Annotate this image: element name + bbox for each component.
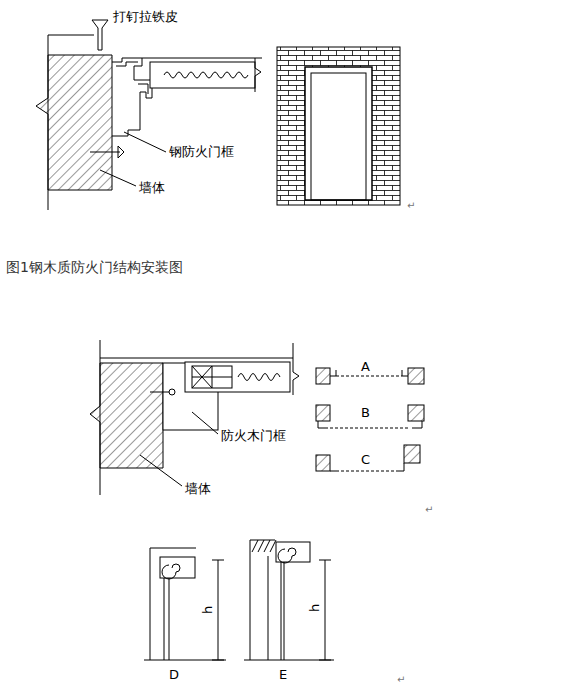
- steel-frame-section: [36, 20, 262, 210]
- paragraph-mark: ↵: [406, 200, 416, 212]
- paragraph-mark: ↵: [396, 674, 406, 686]
- paragraph-mark: ↵: [424, 504, 434, 516]
- part-name: 钢防火门框: [168, 144, 235, 160]
- dimension-label: h: [307, 603, 323, 613]
- figure-letter: E: [278, 667, 288, 683]
- part-name: 墙体: [138, 180, 166, 196]
- part-name: 墙体: [184, 481, 212, 497]
- frame-variants: [316, 368, 424, 471]
- wood-frame-section: [90, 340, 299, 495]
- dimension-label: h: [200, 605, 216, 615]
- brick-wall-elevation: [277, 47, 400, 205]
- variant-letter: C: [360, 452, 371, 468]
- variant-letter: A: [360, 359, 371, 375]
- figure-letter: D: [168, 667, 180, 683]
- roller-door-e: [244, 540, 334, 660]
- part-name: 防火木门框: [220, 428, 287, 444]
- insulation-wave: [238, 374, 280, 381]
- roller-door-d: [144, 548, 226, 660]
- insulation-wave: [164, 72, 248, 78]
- figure-caption: 图1钢木质防火门结构安装图: [5, 259, 184, 276]
- variant-letter: B: [360, 405, 371, 421]
- part-name: 打钉拉铁皮: [112, 9, 179, 25]
